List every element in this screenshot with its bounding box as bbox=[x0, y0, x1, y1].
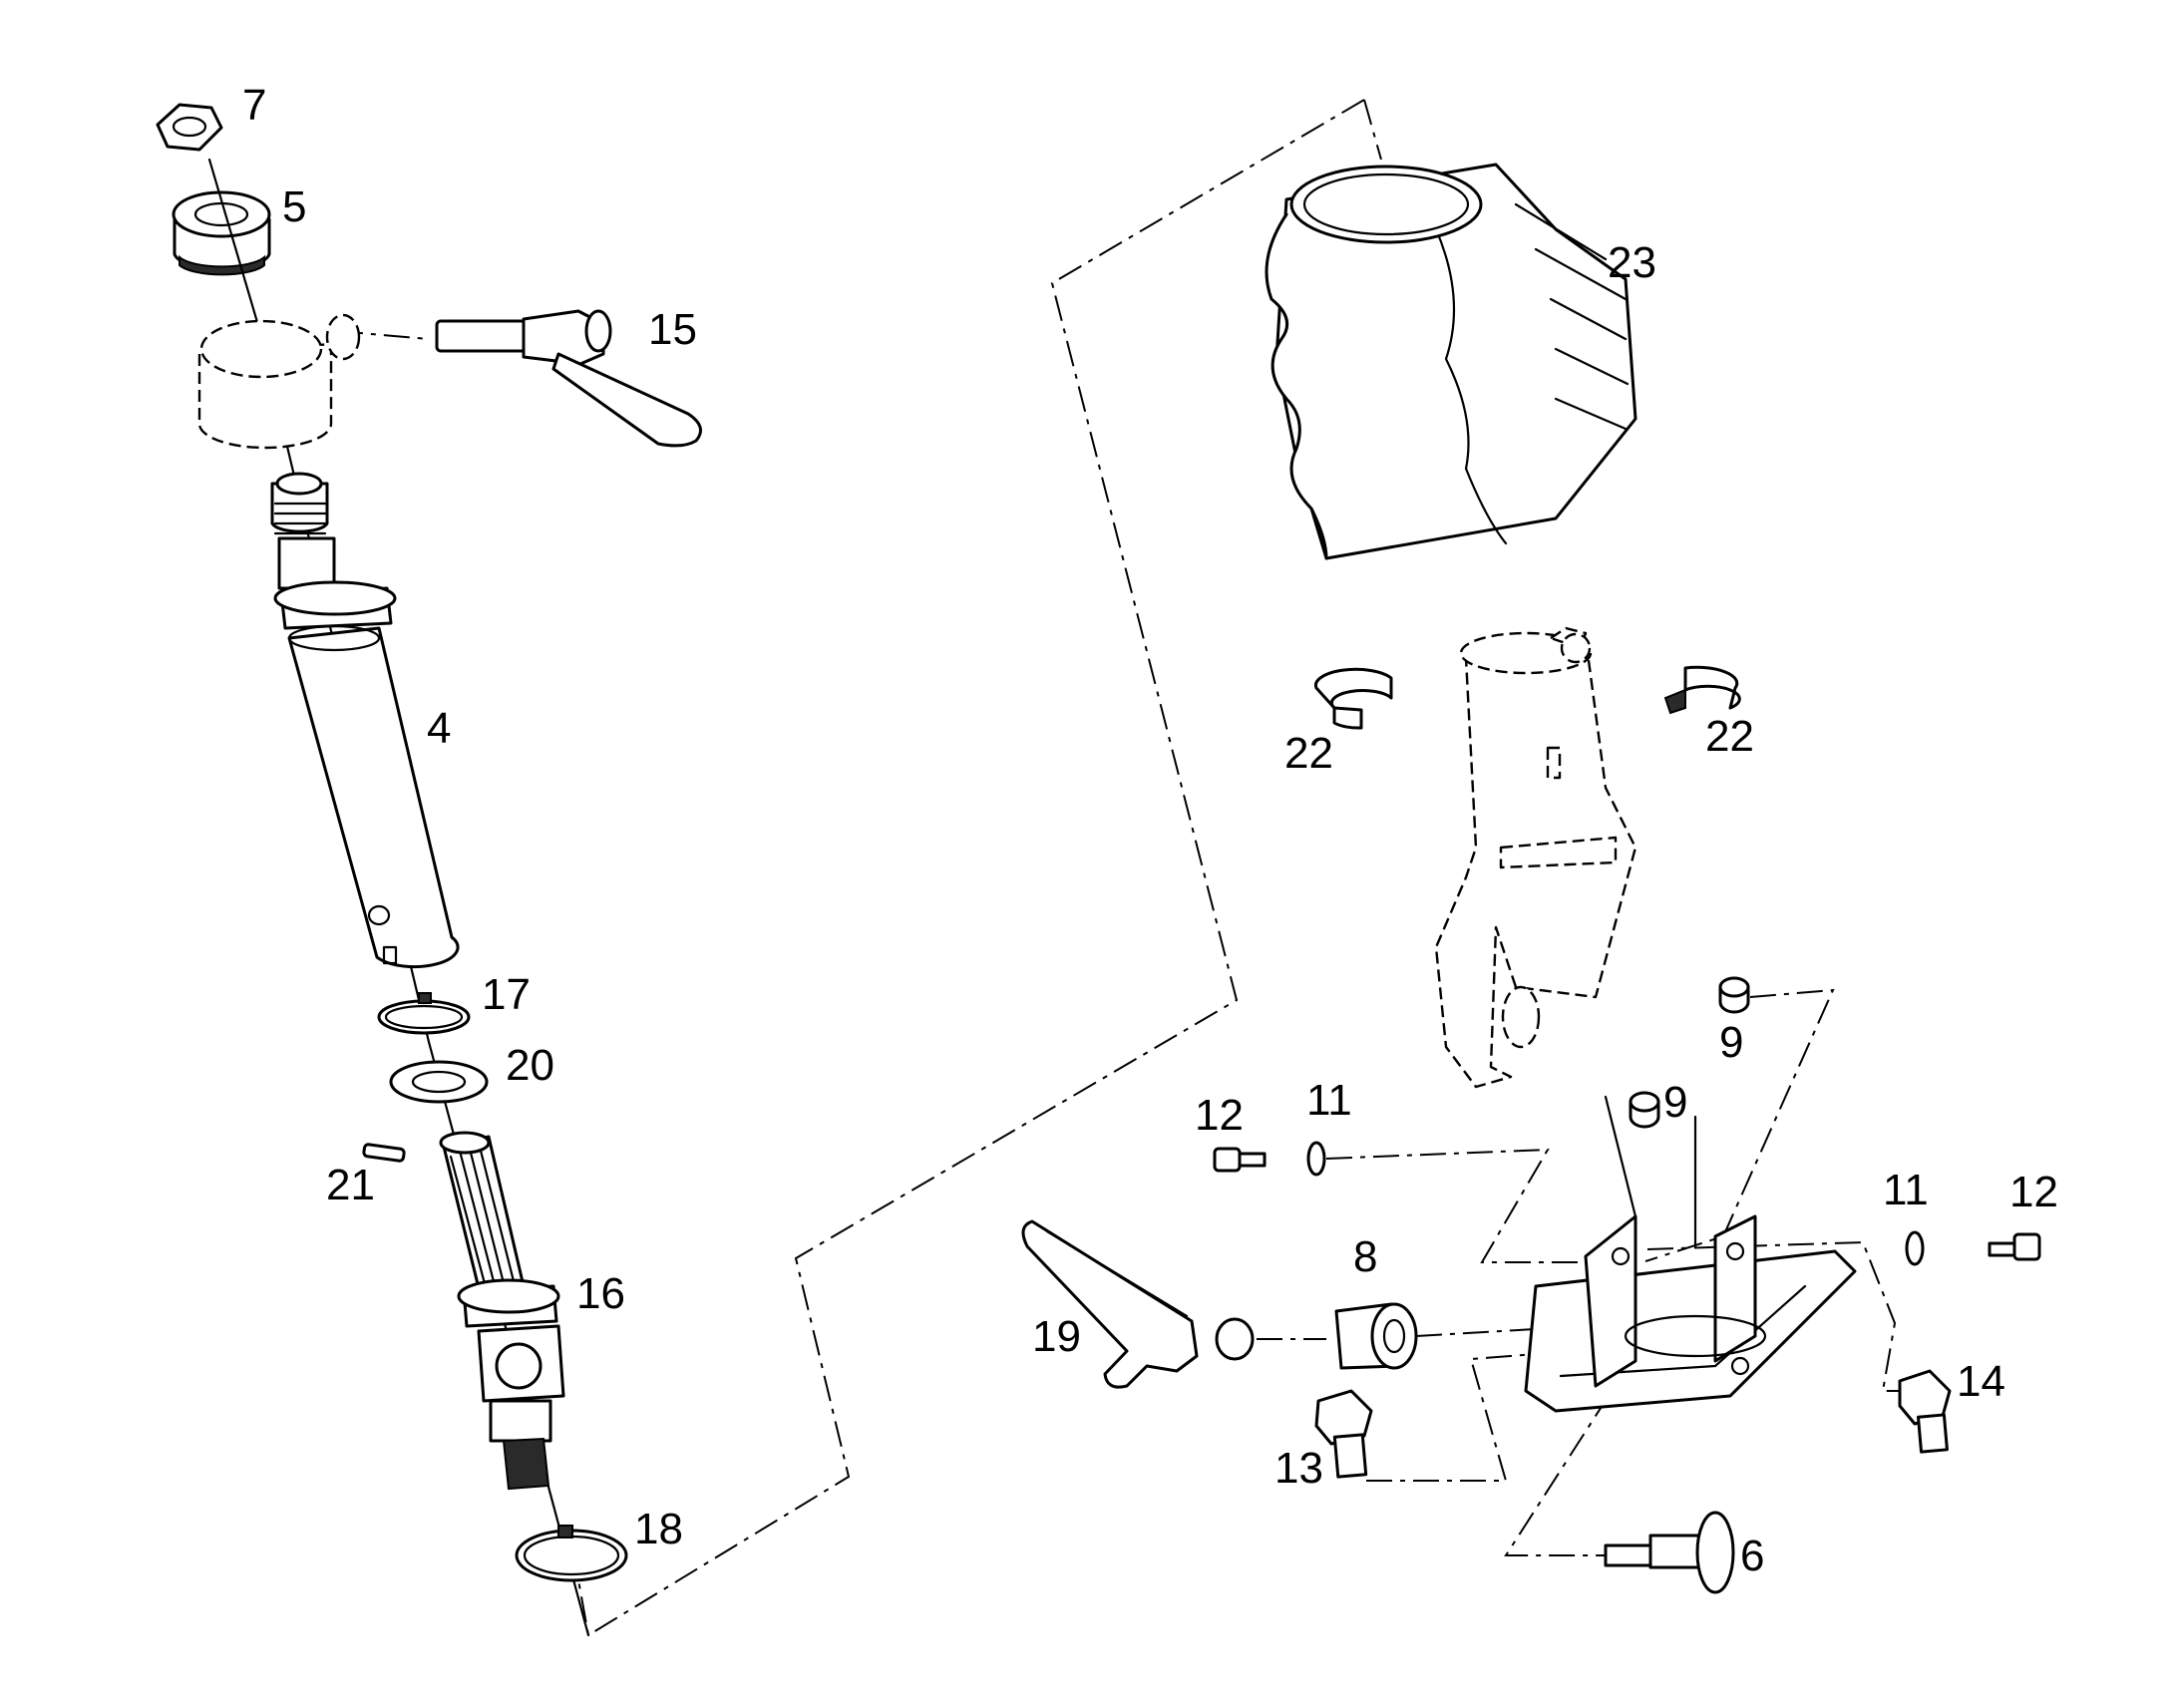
label-11-right: 11 bbox=[1883, 1166, 1929, 1214]
label-6: 6 bbox=[1740, 1532, 1764, 1580]
label-15: 15 bbox=[648, 305, 697, 354]
label-19: 19 bbox=[1032, 1312, 1081, 1361]
pin-6 bbox=[1604, 1511, 1735, 1594]
roller-8 bbox=[1334, 1302, 1418, 1370]
label-13: 13 bbox=[1274, 1444, 1323, 1493]
lever-19 bbox=[1021, 1219, 1255, 1389]
clamp-collar bbox=[197, 313, 361, 450]
label-8: 8 bbox=[1353, 1232, 1377, 1281]
bolt-13 bbox=[1314, 1389, 1373, 1479]
label-11-left: 11 bbox=[1306, 1076, 1352, 1125]
steering-column-4 bbox=[270, 472, 460, 969]
nut-7 bbox=[156, 103, 223, 152]
label-21: 21 bbox=[326, 1161, 375, 1209]
label-9-upper: 9 bbox=[1719, 1018, 1743, 1067]
half-bushing-22-right bbox=[1663, 665, 1741, 715]
screw-12-left bbox=[1213, 1147, 1267, 1173]
assembly-guide-lines bbox=[336, 99, 1943, 1637]
label-16: 16 bbox=[576, 1269, 625, 1318]
bolt-14 bbox=[1898, 1369, 1952, 1454]
circlip-18 bbox=[515, 1525, 628, 1582]
bushing-cap-5 bbox=[172, 190, 271, 276]
bushing-9-upper bbox=[1718, 976, 1750, 1014]
clamp-lever-15 bbox=[435, 309, 702, 448]
label-12-left: 12 bbox=[1195, 1091, 1244, 1140]
label-22-left: 22 bbox=[1284, 729, 1333, 778]
column-housing bbox=[1434, 626, 1637, 1089]
bushing-9-lower bbox=[1629, 1091, 1660, 1129]
callout-labels: 7 5 15 4 17 20 21 16 18 23 22 22 9 9 12 … bbox=[242, 81, 2058, 1580]
key-21 bbox=[362, 1143, 406, 1163]
label-14: 14 bbox=[1957, 1357, 2005, 1406]
label-7: 7 bbox=[242, 81, 266, 130]
label-22-right: 22 bbox=[1705, 712, 1754, 761]
rubber-boot-23 bbox=[1265, 163, 1637, 560]
label-4: 4 bbox=[427, 704, 451, 753]
universal-joint-shaft-16 bbox=[439, 1131, 565, 1491]
label-20: 20 bbox=[506, 1041, 554, 1090]
label-17: 17 bbox=[482, 970, 531, 1019]
label-5: 5 bbox=[282, 182, 306, 231]
washer-20 bbox=[389, 1060, 489, 1104]
label-12-right: 12 bbox=[2009, 1168, 2058, 1216]
mounting-plate bbox=[1524, 1095, 1857, 1413]
label-23: 23 bbox=[1608, 238, 1656, 287]
washer-11-left bbox=[1306, 1141, 1326, 1177]
half-bushing-22-left bbox=[1313, 667, 1393, 730]
label-9-lower: 9 bbox=[1663, 1078, 1687, 1127]
washer-11-right bbox=[1905, 1230, 1925, 1266]
circlip-17 bbox=[377, 992, 471, 1035]
screw-12-right bbox=[1988, 1232, 2041, 1261]
label-18: 18 bbox=[634, 1505, 683, 1553]
